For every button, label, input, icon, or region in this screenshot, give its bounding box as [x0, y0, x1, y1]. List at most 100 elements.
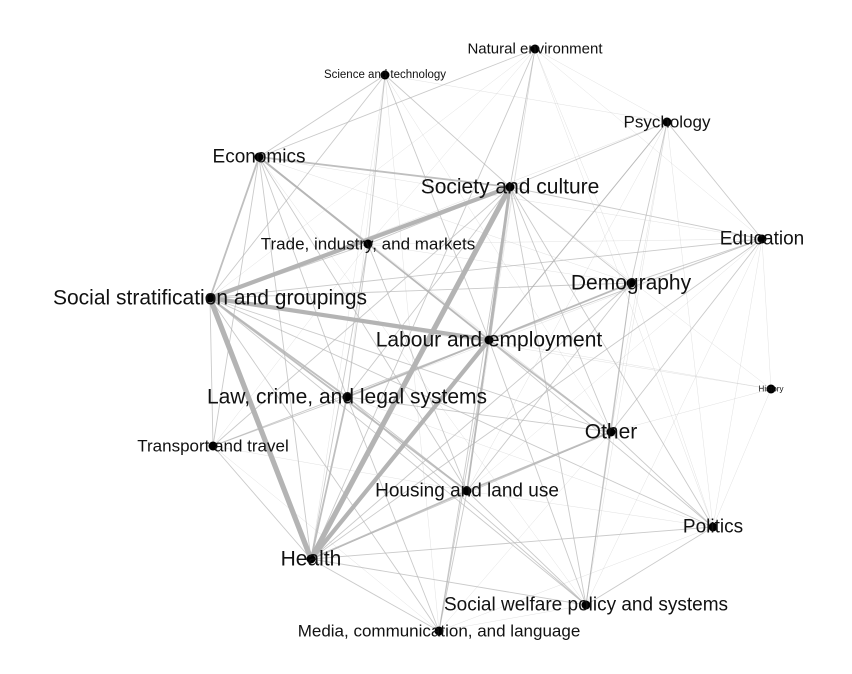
edge-psychology-other [610, 121, 668, 433]
edge-natural-environment-demography [534, 48, 632, 284]
edge-transport-and-travel-housing-and-land-use [212, 445, 468, 492]
node-label-education: Education [720, 229, 805, 250]
node-social-stratification: Social stratification and groupings [53, 287, 367, 310]
edge-social-stratification-labour-and-employment [207, 295, 492, 343]
edge-natural-environment-trade-industry-markets [367, 48, 536, 245]
edge-natural-environment-health [310, 48, 536, 560]
edge-labour-and-employment-politics [488, 339, 714, 528]
node-other: Other [585, 421, 638, 444]
node-natural-environment: Natural environment [467, 41, 603, 58]
edge-society-and-culture-politics [509, 186, 714, 528]
edge-society-and-culture-health [308, 184, 513, 562]
edge-history-education [761, 238, 772, 390]
edge-psychology-housing-and-land-use [466, 121, 668, 492]
node-dot-education [757, 234, 767, 244]
node-label-other: Other [585, 421, 638, 444]
node-dot-trade-industry-markets [363, 239, 373, 249]
node-dot-science-and-technology [380, 70, 390, 80]
node-label-psychology: Psychology [624, 113, 711, 132]
node-dot-health [306, 554, 316, 564]
node-politics: Politics [683, 517, 743, 538]
edge-psychology-social-welfare [585, 121, 668, 606]
edge-education-other [610, 238, 763, 433]
node-dot-labour-and-employment [484, 335, 494, 345]
edge-other-media-communication-language [438, 431, 612, 632]
edge-society-and-culture-education [509, 186, 763, 240]
edge-natural-environment-housing-and-land-use [466, 48, 536, 492]
node-dot-economics [254, 152, 264, 162]
node-dot-housing-and-land-use [462, 486, 472, 496]
node-dot-media-communication-language [434, 626, 444, 636]
node-economics: Economics [213, 147, 306, 168]
edge-housing-and-land-use-other [466, 431, 612, 492]
edge-science-and-technology-trade-industry-markets [367, 74, 386, 245]
edge-social-stratification-society-and-culture [207, 184, 513, 301]
edge-history-society-and-culture [509, 186, 772, 390]
edge-history-other [610, 388, 772, 433]
edge-natural-environment-economics [258, 48, 536, 158]
edge-demography-housing-and-land-use [466, 282, 632, 492]
edge-history-politics [712, 388, 772, 528]
edge-economics-trade-industry-markets [258, 156, 369, 245]
edge-demography-labour-and-employment [488, 282, 632, 341]
node-label-law-crime-legal: Law, crime, and legal systems [207, 386, 487, 409]
edge-media-communication-language-housing-and-land-use [438, 490, 468, 632]
node-label-labour-and-employment: Labour and employment [376, 329, 603, 352]
edge-other-social-stratification [209, 297, 612, 433]
edge-natural-environment-social-stratification [209, 48, 536, 299]
node-label-natural-environment: Natural environment [467, 41, 603, 58]
node-label-social-welfare: Social welfare policy and systems [444, 595, 728, 616]
node-health: Health [281, 548, 342, 571]
edge-economics-society-and-culture [258, 156, 511, 188]
node-dot-social-stratification [205, 293, 215, 303]
edge-labour-and-employment-law-crime-legal [346, 339, 490, 398]
node-dot-social-welfare [581, 600, 591, 610]
edge-housing-and-land-use-politics [466, 490, 714, 528]
node-dot-demography [626, 278, 636, 288]
node-labour-and-employment: Labour and employment [376, 329, 603, 352]
edge-natural-environment-society-and-culture [509, 48, 536, 188]
edge-social-stratification-transport-and-travel [209, 297, 214, 447]
edge-media-communication-language-society-and-culture [438, 186, 511, 632]
node-history: History [759, 384, 783, 394]
edge-economics-demography [258, 156, 632, 284]
edge-labour-and-employment-other [488, 339, 612, 433]
edge-politics-other [610, 431, 714, 528]
edge-law-crime-legal-media-communication-language [346, 396, 440, 632]
edge-social-stratification-media-communication-language [209, 297, 440, 632]
edge-science-and-technology-law-crime-legal [346, 74, 386, 398]
edge-education-law-crime-legal [346, 238, 763, 398]
node-social-welfare: Social welfare policy and systems [444, 595, 728, 616]
edge-economics-education [258, 156, 763, 240]
node-dot-other [606, 427, 616, 437]
node-housing-and-land-use: Housing and land use [375, 481, 559, 502]
edge-psychology-society-and-culture [509, 121, 668, 188]
node-label-demography: Demography [571, 272, 692, 295]
edge-law-crime-legal-politics [346, 396, 714, 528]
edge-society-and-culture-other [509, 186, 612, 433]
edge-law-crime-legal-health [310, 396, 348, 560]
node-law-crime-legal: Law, crime, and legal systems [207, 386, 487, 409]
node-label-society-and-culture: Society and culture [421, 176, 600, 199]
node-label-politics: Politics [683, 517, 743, 538]
node-trade-industry-markets: Trade, industry, and markets [261, 235, 475, 254]
edge-psychology-politics [666, 121, 714, 528]
edge-education-trade-industry-markets [367, 238, 763, 245]
edge-education-housing-and-land-use [466, 238, 763, 492]
edge-social-stratification-health [207, 295, 314, 562]
edge-social-stratification-housing-and-land-use [209, 297, 468, 492]
node-dot-natural-environment [530, 44, 540, 54]
edge-transport-and-travel-health [212, 445, 312, 560]
edge-law-crime-legal-other [346, 396, 612, 433]
edge-education-social-welfare [585, 238, 763, 606]
node-dot-psychology [662, 117, 672, 127]
edge-law-crime-legal-transport-and-travel [212, 396, 348, 447]
node-label-housing-and-land-use: Housing and land use [375, 481, 559, 502]
node-dot-society-and-culture [505, 182, 515, 192]
edge-society-and-culture-social-welfare [509, 186, 587, 606]
node-dot-law-crime-legal [342, 392, 352, 402]
node-psychology: Psychology [624, 113, 711, 132]
edge-health-media-communication-language [310, 558, 440, 632]
edge-demography-society-and-culture [509, 186, 632, 284]
